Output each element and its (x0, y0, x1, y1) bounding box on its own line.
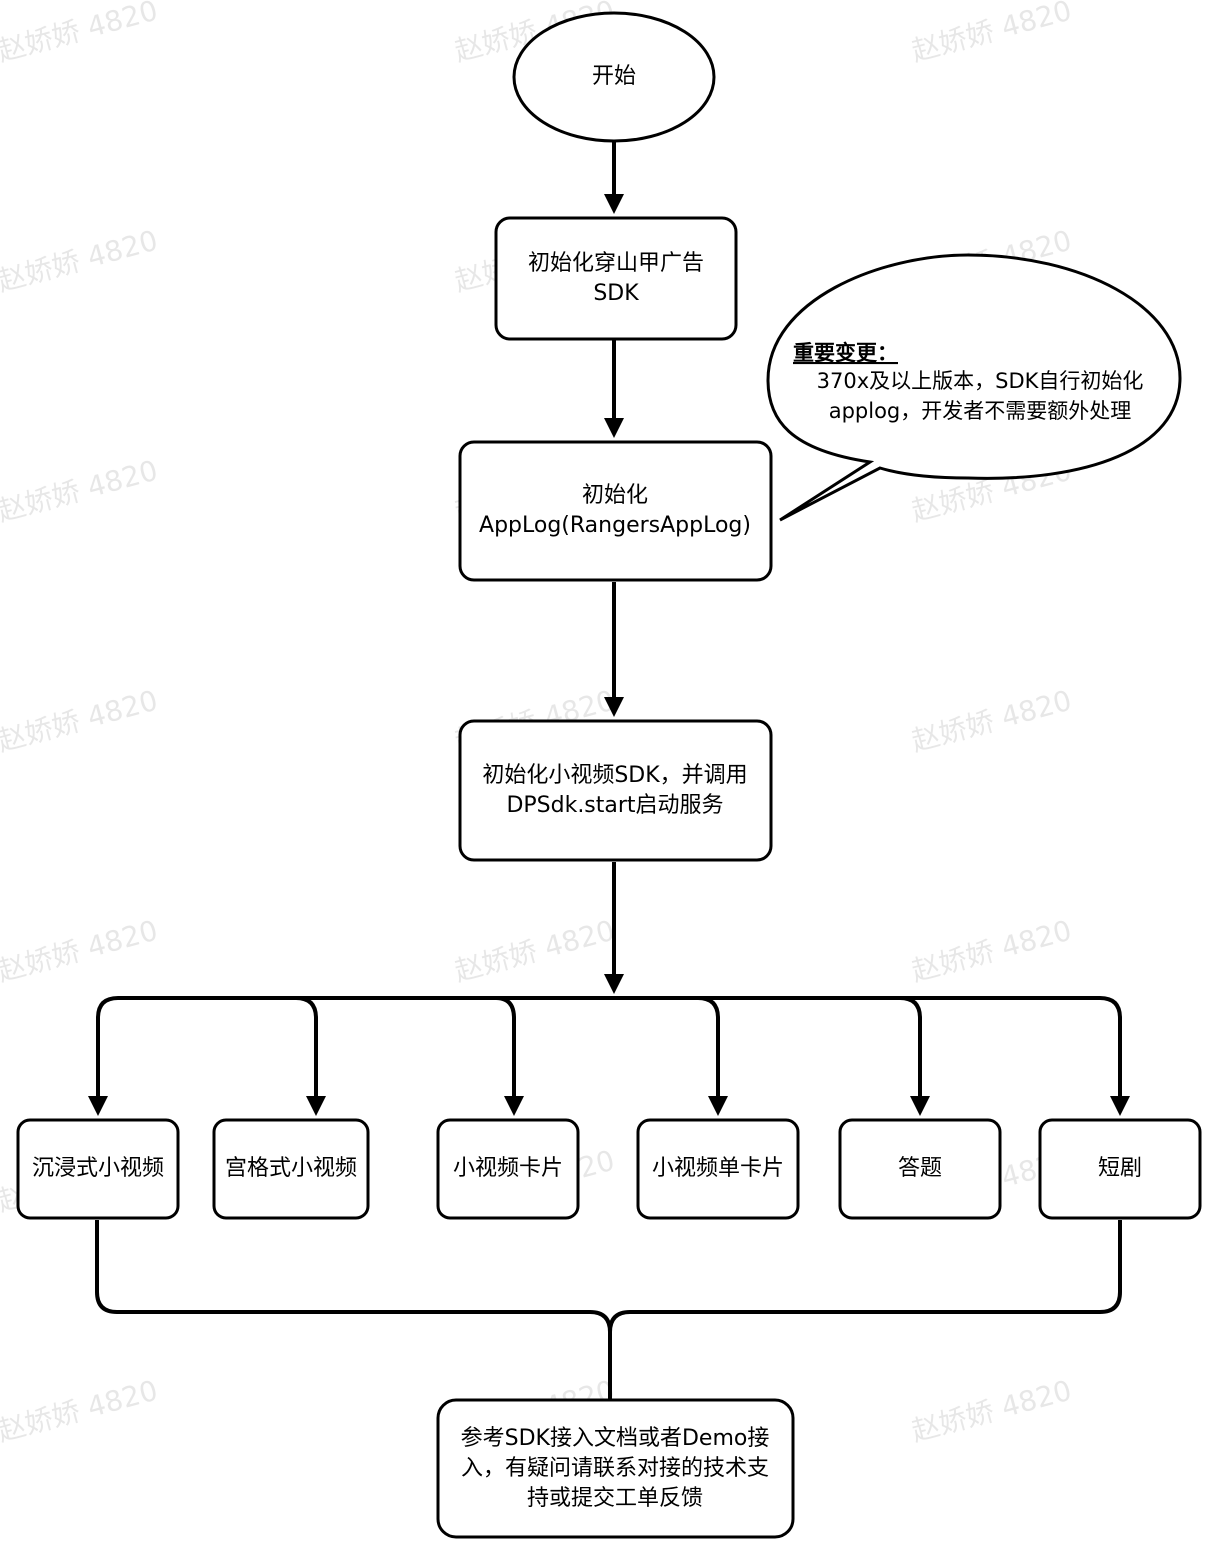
node-immersive: 沉浸式小视频 (16, 1118, 180, 1220)
edge-to-single-card (697, 996, 728, 1116)
node-drama: 短剧 (1038, 1118, 1202, 1220)
reference-box (436, 1398, 795, 1539)
node-init-ad-sdk: 初始化穿山甲广告 SDK (494, 216, 738, 341)
single-card-box (636, 1118, 800, 1220)
drama-box (1038, 1118, 1202, 1220)
text-line: 持或提交工单反馈 (527, 1486, 703, 1511)
text-line: 沉浸式小视频 (32, 1156, 164, 1181)
watermark-text: 赵娇娇 4820 (0, 224, 161, 298)
quiz-label: 答题 (898, 1156, 942, 1181)
edge-to-quiz (899, 996, 930, 1116)
text-line: 短剧 (1098, 1156, 1142, 1181)
node-start: 开始 (512, 11, 716, 143)
edge-to-grid (295, 996, 326, 1116)
edges (88, 141, 1130, 1400)
text-line: 入，有疑问请联系对接的技术支 (461, 1456, 769, 1481)
start-label: 开始 (592, 64, 636, 89)
watermark-text: 赵娇娇 4820 (908, 684, 1075, 758)
text-line: 小视频卡片 (453, 1156, 563, 1181)
text-line: 初始化小视频SDK，并调用 (482, 763, 747, 788)
node-reference: 参考SDK接入文档或者Demo接入，有疑问请联系对接的技术支持或提交工单反馈 (436, 1398, 795, 1539)
watermark-text: 赵娇娇 4820 (0, 914, 161, 988)
text-line: 初始化穿山甲广告 (528, 251, 704, 276)
text-line: AppLog(RangersAppLog) (479, 513, 751, 538)
init-applog-label: 初始化 AppLog(RangersAppLog) (479, 483, 751, 538)
card-label: 小视频卡片 (453, 1156, 563, 1181)
text-line: applog，开发者不需要额外处理 (829, 399, 1132, 423)
init-ad-sdk-box (494, 216, 738, 341)
text-line: 小视频单卡片 (652, 1156, 784, 1181)
node-init-applog: 初始化 AppLog(RangersAppLog) (458, 440, 773, 582)
text-line: 370x及以上版本，SDK自行初始化 (817, 369, 1144, 393)
callout-title: 重要变更： (793, 341, 898, 365)
edge-to-card (495, 996, 524, 1116)
watermark-text: 赵娇娇 4820 (908, 0, 1075, 68)
node-grid: 宫格式小视频 (212, 1118, 370, 1220)
watermark-text: 赵娇娇 4820 (451, 914, 618, 988)
immersive-label: 沉浸式小视频 (32, 1156, 164, 1181)
text-line: 宫格式小视频 (225, 1156, 357, 1181)
grid-label: 宫格式小视频 (225, 1156, 357, 1181)
single-card-label: 小视频单卡片 (652, 1156, 784, 1181)
immersive-box (16, 1118, 180, 1220)
branch-bus (96, 996, 1130, 1116)
watermark-text: 赵娇娇 4820 (0, 454, 161, 528)
card-box (436, 1118, 580, 1220)
quiz-box (838, 1118, 1002, 1220)
watermark-text: 赵娇娇 4820 (0, 0, 161, 68)
init-ad-sdk-label: 初始化穿山甲广告 SDK (528, 251, 704, 306)
text-line: 初始化 (582, 483, 648, 508)
watermark-text: 赵娇娇 4820 (0, 684, 161, 758)
node-init-video-sdk: 初始化小视频SDK，并调用 DPSdk.start启动服务 (458, 719, 773, 862)
init-video-sdk-box (458, 719, 773, 862)
text-line: 开始 (592, 64, 636, 89)
watermark-text: 赵娇娇 4820 (0, 1374, 161, 1448)
drama-label: 短剧 (1098, 1156, 1142, 1181)
text-line: 参考SDK接入文档或者Demo接 (461, 1426, 770, 1451)
callout-shape (766, 253, 1182, 522)
init-applog-box (458, 440, 773, 582)
callout-body: 370x及以上版本，SDK自行初始化 applog，开发者不需要额外处理 (817, 369, 1144, 423)
watermark-text: 赵娇娇 4820 (908, 914, 1075, 988)
watermark-text: 赵娇娇 4820 (908, 1374, 1075, 1448)
merge-bus (95, 1220, 1122, 1400)
init-video-sdk-label: 初始化小视频SDK，并调用 DPSdk.start启动服务 (482, 763, 747, 818)
node-single-card: 小视频单卡片 (636, 1118, 800, 1220)
text-line: DPSdk.start启动服务 (506, 793, 723, 818)
reference-label: 参考SDK接入文档或者Demo接入，有疑问请联系对接的技术支持或提交工单反馈 (461, 1426, 770, 1511)
start-ellipse (512, 11, 716, 143)
text-line: 答题 (898, 1156, 942, 1181)
node-card: 小视频卡片 (436, 1118, 580, 1220)
text-line: SDK (593, 281, 639, 306)
node-quiz: 答题 (838, 1118, 1002, 1220)
grid-box (212, 1118, 370, 1220)
callout-bubble: 重要变更： 370x及以上版本，SDK自行初始化 applog，开发者不需要额外处… (766, 253, 1182, 522)
